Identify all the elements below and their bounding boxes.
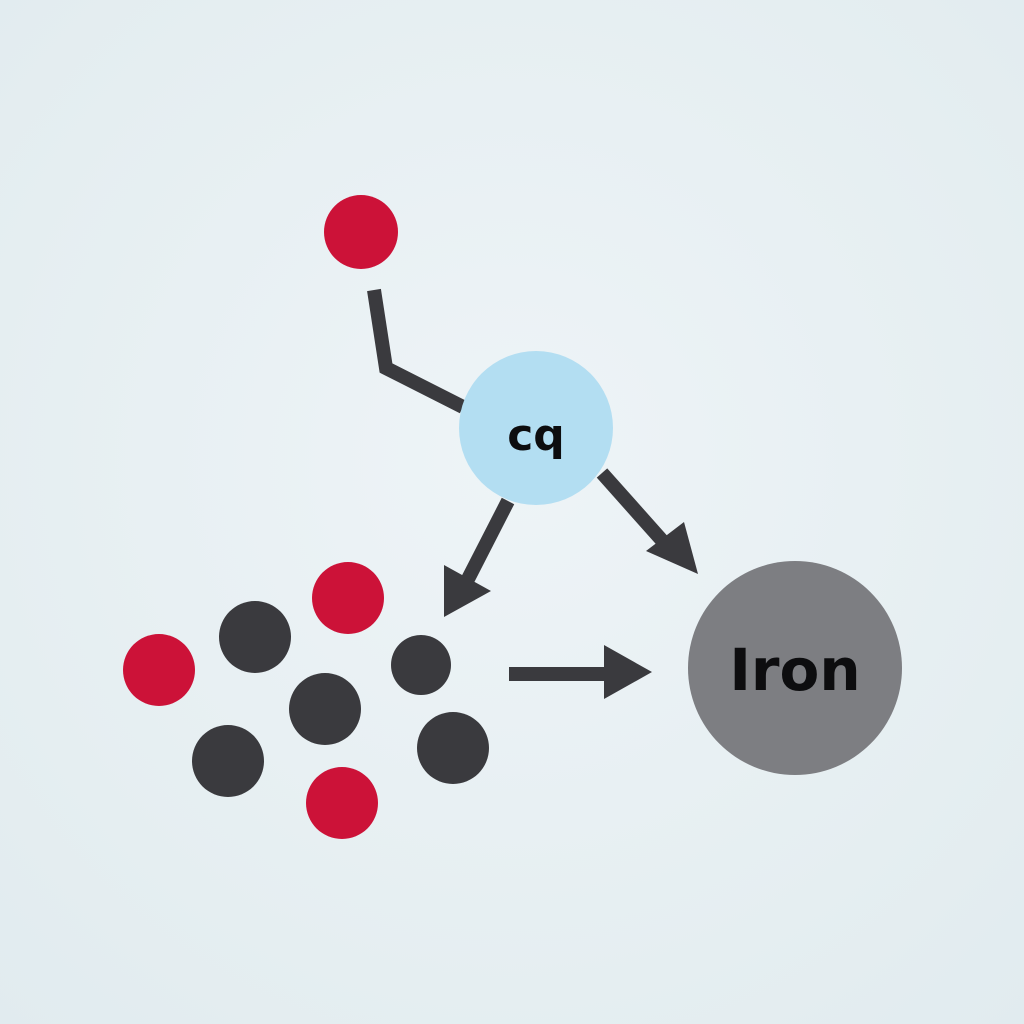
cluster-dark-atom (289, 673, 361, 745)
arrow-center-to-iron-shaft (596, 468, 673, 551)
cluster-red-atom (123, 634, 195, 706)
cluster-dark-atom (219, 601, 291, 673)
arrow-cluster-to-iron-head (604, 645, 652, 699)
cluster-dark-atom (417, 712, 489, 784)
cluster-red-atom (306, 767, 378, 839)
arrow-center-to-iron-head (646, 522, 698, 574)
center-node (459, 351, 613, 505)
cluster-red-atom (312, 562, 384, 634)
cluster-dark-atom (192, 725, 264, 797)
cluster-dark-atom (391, 635, 451, 695)
top-red-atom (324, 195, 398, 269)
bond-line-top (367, 288, 467, 414)
center-node-label: cq (507, 410, 565, 461)
arrow-center-to-cluster-shaft (460, 497, 515, 585)
atom-cluster (123, 562, 489, 839)
iron-node-label: Iron (729, 636, 860, 704)
iron-node (688, 561, 902, 775)
arrow-center-to-cluster-head (444, 565, 491, 617)
